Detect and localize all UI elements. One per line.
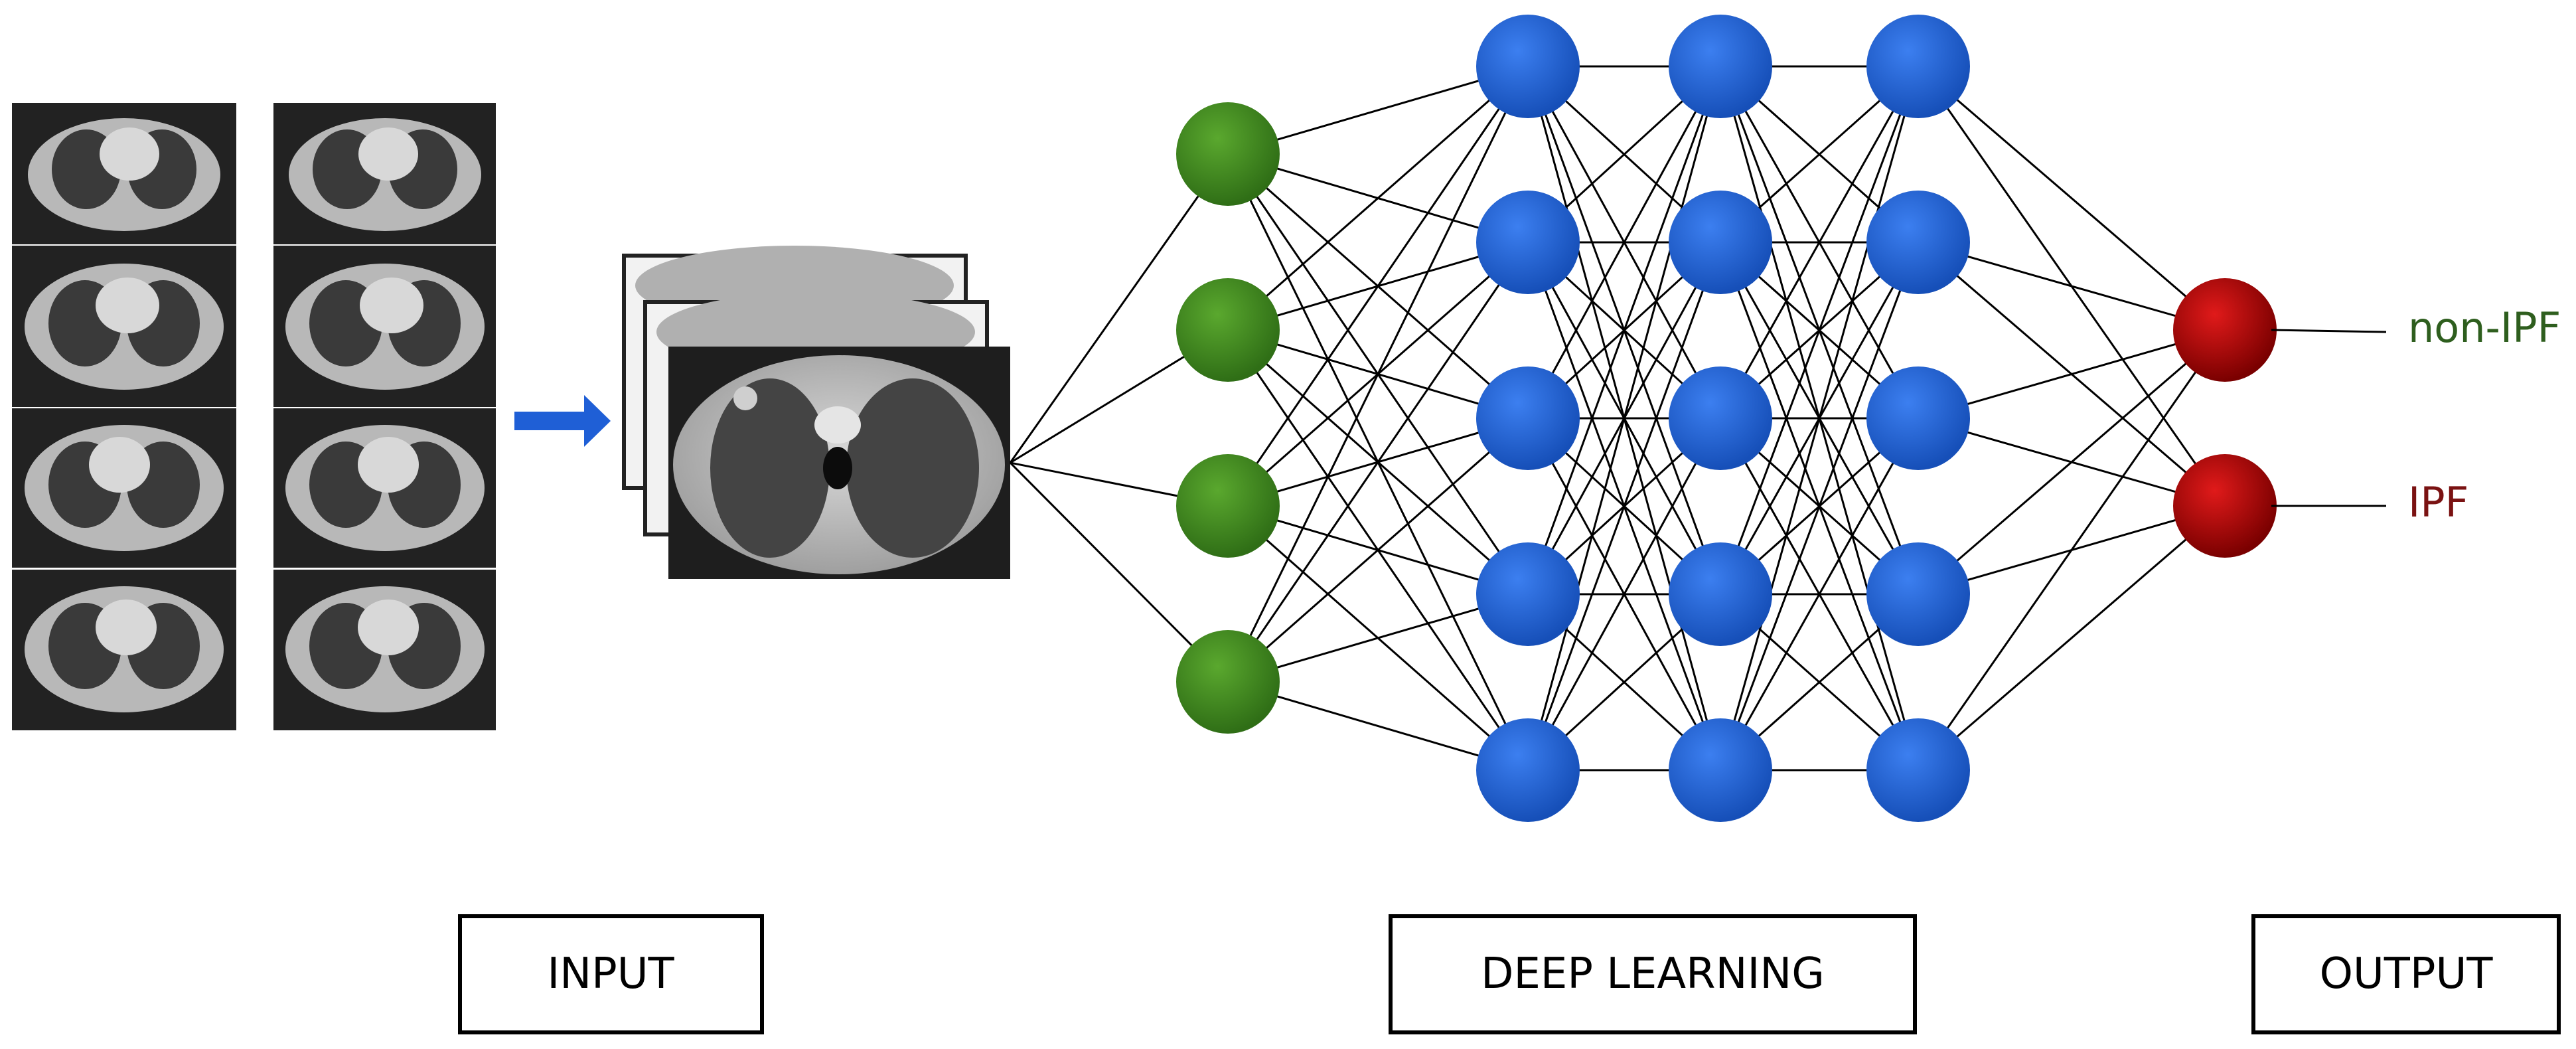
connection-l1-n1-to-l2-n1 <box>1227 65 1529 155</box>
output-box: OUTPUT <box>2251 914 2561 1034</box>
output-label-non-ipf: non-IPF <box>2408 303 2561 352</box>
connection-l3-n4-to-l4-n1 <box>1719 66 1920 595</box>
node-layer2-4 <box>1476 542 1580 646</box>
connection-l4-n3-to-l5-n1 <box>1918 329 2226 420</box>
node-layer3-2 <box>1669 191 1772 294</box>
ct-column-left <box>12 103 236 730</box>
ct-slice-8 <box>273 570 496 730</box>
node-layer4-5 <box>1866 718 1970 822</box>
node-layer4-4 <box>1866 542 1970 646</box>
node-layer3-4 <box>1669 542 1772 646</box>
ct-slice-4 <box>12 570 236 730</box>
connection-l4-n1-to-l5-n1 <box>1918 65 2226 331</box>
ct-slice-7 <box>273 408 496 568</box>
node-layer4-2 <box>1866 191 1970 294</box>
connection-l4-n2-to-l5-n1 <box>1918 241 2226 331</box>
output-label: OUTPUT <box>2320 949 2494 999</box>
connection-l2-n5-to-l3-n2 <box>1527 242 1722 771</box>
node-layer2-5 <box>1476 718 1580 822</box>
ct-slice-3 <box>12 408 236 568</box>
ct-slice-5 <box>273 103 496 244</box>
node-layer2-3 <box>1476 366 1580 470</box>
input-label: INPUT <box>547 949 674 999</box>
connection-l3-n3-to-l4-n1 <box>1719 66 1920 419</box>
connection-l2-n5-to-l3-n1 <box>1527 66 1722 771</box>
node-layer1-3 <box>1176 454 1280 558</box>
ct-slice-6 <box>273 246 496 407</box>
node-layer4-3 <box>1866 366 1970 470</box>
deep-learning-box: DEEP LEARNING <box>1389 914 1917 1034</box>
connection-l1-n4-to-l2-n3 <box>1227 417 1529 683</box>
connection-l4-n4-to-l5-n1 <box>1918 329 2226 596</box>
output-label-ipf: IPF <box>2408 478 2468 526</box>
ct-column-right <box>273 103 496 730</box>
node-layer4-1 <box>1866 15 1970 118</box>
connection-l3-n5-to-l4-n2 <box>1719 242 1920 771</box>
ct-slice-2 <box>12 246 236 407</box>
deep-learning-label: DEEP LEARNING <box>1481 949 1825 999</box>
connection-l1-n2-to-l2-n1 <box>1227 65 1529 331</box>
connection-l1-n4-to-l2-n1 <box>1227 66 1529 683</box>
node-layer1-4 <box>1176 630 1280 734</box>
connection-l3-n5-to-l4-n1 <box>1719 66 1920 771</box>
ct-slice-1 <box>12 103 236 244</box>
connection-l4-n5-to-l5-n2 <box>1918 505 2226 771</box>
connection-l2-n5-to-l3-n3 <box>1527 418 1722 771</box>
input-arrow <box>514 395 611 447</box>
node-layer3-3 <box>1669 366 1772 470</box>
connection-l3-n5-to-l4-n3 <box>1719 418 1920 771</box>
input-box: INPUT <box>458 914 764 1034</box>
node-layer2-2 <box>1476 191 1580 294</box>
connection-l2-n4-to-l3-n1 <box>1527 66 1722 595</box>
connection-l2-n3-to-l3-n1 <box>1527 66 1722 419</box>
node-layer1-2 <box>1176 278 1280 382</box>
ct-stack-front <box>668 347 1010 579</box>
ct-scan-grid <box>12 103 496 730</box>
node-layer3-1 <box>1669 15 1772 118</box>
ct-image-stack <box>622 246 1010 579</box>
node-layer5-1 <box>2173 278 2277 382</box>
output-line-non-ipf <box>2271 329 2387 333</box>
connection-l1-n4-to-l2-n4 <box>1227 593 1529 683</box>
connection-l1-n4-to-l2-n2 <box>1227 242 1529 683</box>
connection-l1-n3-to-l2-n1 <box>1227 66 1529 507</box>
node-layer3-5 <box>1669 718 1772 822</box>
connection-l1-n4-to-l2-n5 <box>1227 681 1529 771</box>
stack-to-input-node-1 <box>1009 153 1229 463</box>
connection-l4-n5-to-l5-n1 <box>1917 329 2226 771</box>
node-layer1-1 <box>1176 102 1280 206</box>
network-nodes <box>1176 15 2277 822</box>
node-layer5-2 <box>2173 454 2277 558</box>
node-layer2-1 <box>1476 15 1580 118</box>
